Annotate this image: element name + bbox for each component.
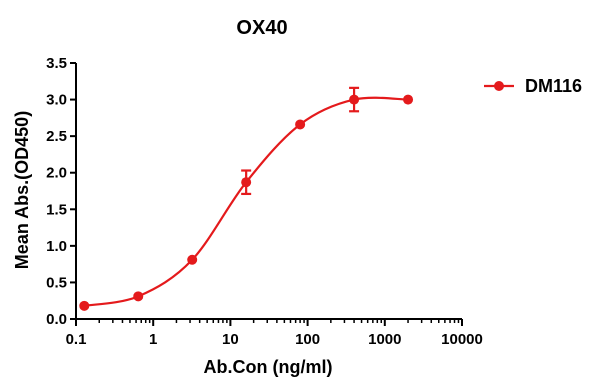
y-axis-label: Mean Abs.(OD450) bbox=[12, 111, 32, 269]
data-points-layer bbox=[79, 86, 414, 311]
y-tick-label: 1.5 bbox=[46, 201, 67, 218]
data-point bbox=[403, 94, 414, 105]
y-tick-label: 1.0 bbox=[46, 238, 67, 255]
y-tick-label: 3.5 bbox=[46, 55, 67, 72]
chart-title: OX40 bbox=[236, 17, 287, 39]
x-tick-label: 1 bbox=[149, 331, 157, 348]
x-tick-label: 10 bbox=[222, 331, 239, 348]
y-tick-label: 2.5 bbox=[46, 128, 67, 145]
x-tick-label: 100 bbox=[295, 331, 320, 348]
data-point bbox=[295, 119, 306, 130]
legend: DM116 bbox=[484, 76, 582, 96]
data-point bbox=[349, 94, 360, 105]
data-point bbox=[79, 300, 90, 311]
fit-curve-layer bbox=[84, 96, 409, 307]
legend-label: DM116 bbox=[525, 76, 582, 96]
data-point bbox=[133, 291, 144, 302]
y-tick-label: 0.5 bbox=[46, 274, 67, 291]
y-axis: 0.0 0.5 1.0 1.5 2.0 2.5 3.0 3.5 bbox=[46, 55, 77, 328]
x-tick-label: 0.1 bbox=[66, 331, 87, 348]
x-axis: 0.1 1 10 100 1000 10000 bbox=[66, 318, 483, 348]
y-tick-label: 3.0 bbox=[46, 92, 67, 109]
y-tick-label: 0.0 bbox=[46, 311, 67, 328]
x-tick-label: 10000 bbox=[441, 331, 483, 348]
x-axis-label: Ab.Con (ng/ml) bbox=[204, 357, 333, 377]
data-point bbox=[187, 254, 198, 265]
legend-swatch-marker bbox=[494, 81, 504, 91]
fit-curve-line bbox=[84, 96, 409, 307]
x-tick-label: 1000 bbox=[368, 331, 401, 348]
y-tick-label: 2.0 bbox=[46, 165, 67, 182]
data-point bbox=[241, 177, 252, 188]
